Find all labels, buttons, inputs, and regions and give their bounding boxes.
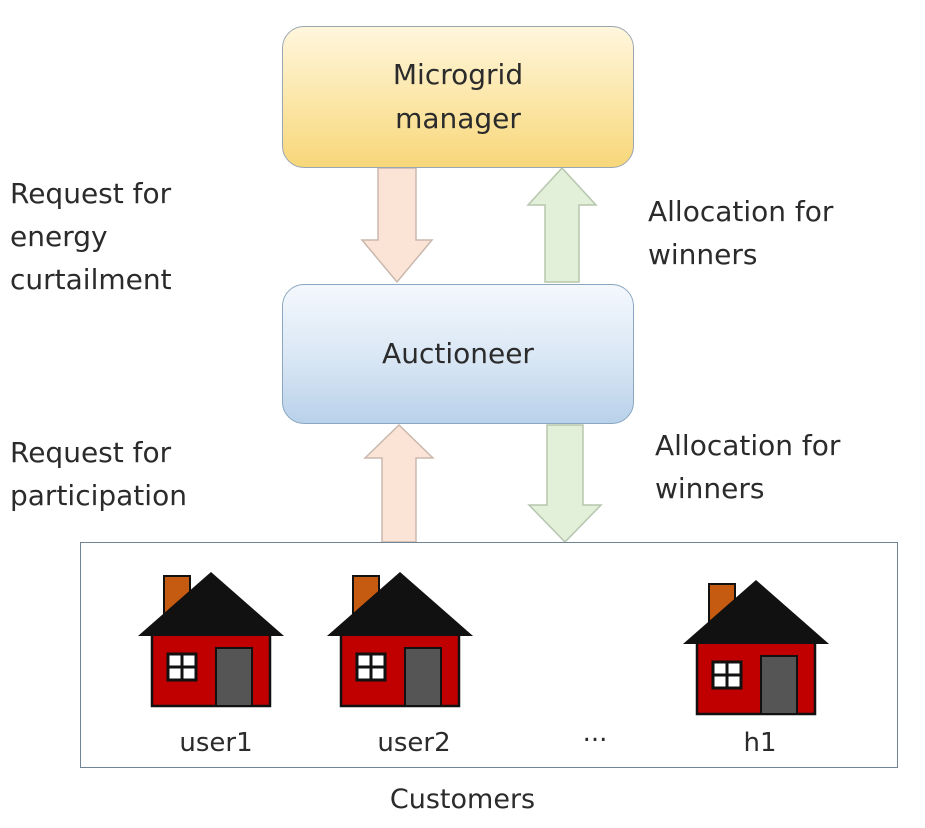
house-label-user1: user1: [179, 728, 253, 758]
house-label-user2: user2: [377, 728, 451, 758]
request-curtailment-label: Request for energy curtailment: [10, 177, 172, 296]
customers-group: [80, 542, 898, 768]
house-icon-user2: [327, 572, 473, 708]
auctioneer-box: Auctioneer: [282, 284, 634, 424]
house-icon-h1: [683, 580, 829, 716]
house-icon-user1: [138, 572, 284, 708]
allocation-top-label: Allocation for winners: [648, 195, 834, 271]
allocation-bottom-label: Allocation for winners: [655, 429, 841, 505]
house-ellipsis: ...: [582, 718, 608, 748]
curtailment-request-arrow: [360, 167, 434, 284]
participation-request-arrow: [363, 423, 435, 543]
allocation-up-arrow: [526, 166, 598, 283]
allocation-down-arrow: [527, 424, 603, 544]
customers-title: Customers: [389, 784, 536, 815]
auctioneer-label: Auctioneer: [382, 337, 534, 370]
microgrid-manager-label: Microgrid manager: [392, 58, 524, 135]
request-participation-label: Request for participation: [10, 436, 187, 512]
house-label-h1: h1: [743, 728, 777, 758]
microgrid-manager-box: Microgrid manager: [282, 26, 634, 168]
